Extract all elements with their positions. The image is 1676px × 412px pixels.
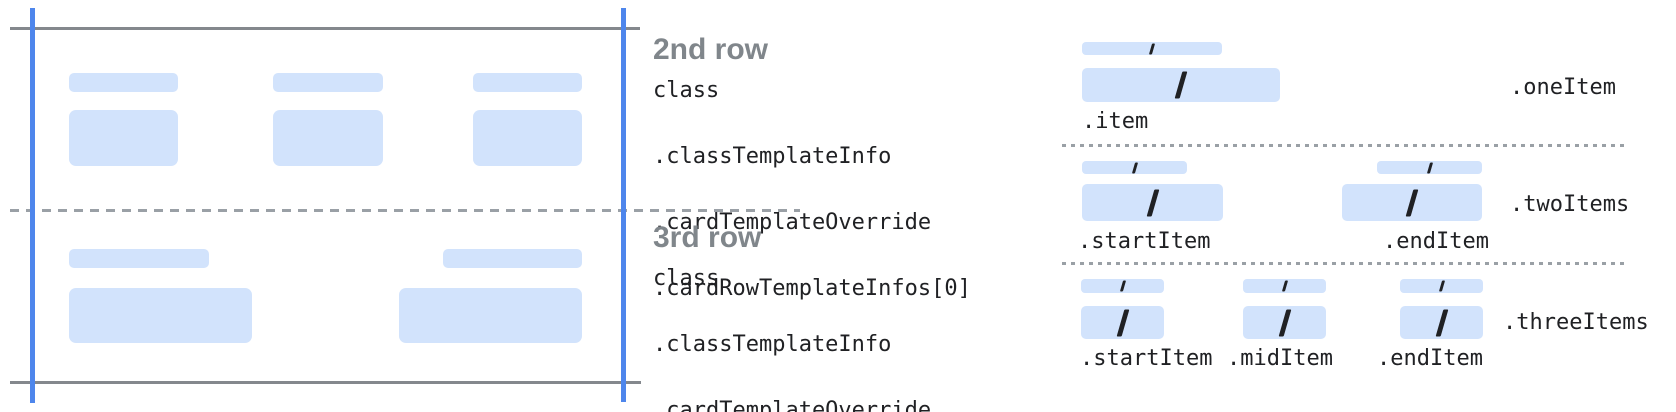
item-value-placeholder [1400,306,1483,339]
item-field-label: .item [1082,109,1149,134]
card-left-margin-line [30,8,35,403]
third-row-class-path: class .classTemplateInfo .cardTemplateOv… [653,262,971,412]
code-line: class [653,266,720,291]
field-value-placeholder [69,110,178,166]
item-field-label: .startItem [1080,346,1213,371]
field-label-placeholder [443,249,582,268]
item-value-placeholder [1082,184,1223,221]
field-label-placeholder [273,73,383,92]
item-label-placeholder [1243,279,1326,293]
item-value-placeholder [1082,68,1280,102]
code-line: .classTemplateInfo [653,144,892,169]
slash-icon [1426,162,1433,173]
item-label-placeholder [1082,42,1222,55]
card-top-boundary-line [10,27,640,30]
item-field-label: .midItem [1227,346,1333,371]
row-divider-dashed-line [10,209,800,212]
slash-icon [1131,162,1138,173]
code-line: class [653,78,720,103]
item-label-placeholder [1082,161,1187,174]
code-line: .cardTemplateOverride [653,210,932,235]
code-line: .classTemplateInfo [653,332,892,357]
field-label-placeholder [69,73,178,92]
item-field-label: .endItem [1377,346,1483,371]
item-label-placeholder [1377,161,1482,174]
field-value-placeholder [69,288,252,343]
item-field-label: .startItem [1078,229,1211,254]
code-line: .cardRowTemplateInfos[0] [653,276,971,301]
item-field-label: .endItem [1383,229,1489,254]
third-row-title: 3rd row [653,221,762,254]
slash-icon [1148,43,1156,54]
section-divider-dotted-line [1062,144,1628,147]
item-value-placeholder [1081,306,1164,339]
second-row-title: 2nd row [653,33,769,66]
section-name-label: .twoItems [1510,192,1630,217]
field-label-placeholder [473,73,582,92]
field-label-placeholder [69,249,209,268]
section-divider-dotted-line [1062,262,1628,265]
slash-icon [1119,280,1126,292]
slash-icon [1278,309,1291,336]
field-value-placeholder [473,110,582,166]
section-name-label: .oneItem [1510,75,1616,100]
second-row-class-path: class .classTemplateInfo .cardTemplateOv… [653,74,971,305]
field-value-placeholder [399,288,582,343]
section-name-label: .threeItems [1503,310,1649,335]
slash-icon [1405,189,1419,216]
slash-icon [1146,189,1159,216]
item-value-placeholder [1243,306,1326,339]
card-bottom-boundary-line [10,381,641,384]
slash-icon [1281,280,1288,292]
slash-icon [1435,309,1448,336]
slash-icon [1438,280,1445,292]
field-value-placeholder [273,110,383,166]
card-right-margin-line [621,8,626,402]
item-label-placeholder [1400,279,1483,293]
item-value-placeholder [1342,184,1482,221]
slash-icon [1116,309,1129,336]
slash-icon [1174,71,1188,99]
code-line: .cardTemplateOverride [653,398,932,412]
item-label-placeholder [1081,279,1164,293]
